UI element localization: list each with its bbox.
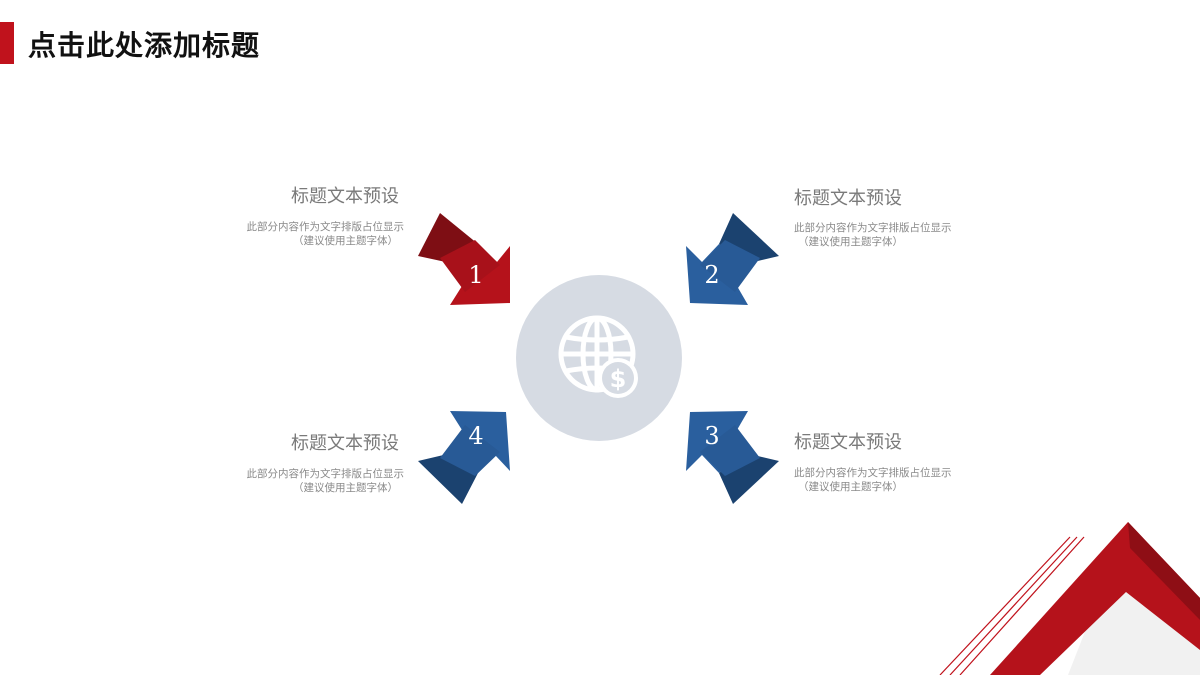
arrow-1[interactable]: 1: [418, 213, 510, 305]
dollar-badge-inner: [602, 362, 634, 394]
arrow-2-number: 2: [704, 261, 719, 289]
item-1-title[interactable]: 标题文本预设: [291, 186, 399, 207]
item-1-desc-line2: （建议使用主题字体）: [293, 235, 398, 247]
arrow-2[interactable]: 2: [686, 213, 779, 305]
arrow-3[interactable]: 3: [686, 411, 779, 504]
title-accent-bar: [0, 22, 14, 64]
item-3-desc-line2: （建议使用主题字体）: [798, 481, 903, 493]
item-4-desc-line1: 此部分内容作为文字排版占位显示: [246, 468, 405, 480]
item-3-title[interactable]: 标题文本预设: [794, 432, 902, 453]
item-2-desc-line1: 此部分内容作为文字排版占位显示: [794, 222, 952, 234]
item-1-desc[interactable]: 此部分内容作为文字排版占位显示 （建议使用主题字体）: [234, 220, 405, 248]
item-4-desc[interactable]: 此部分内容作为文字排版占位显示 （建议使用主题字体）: [234, 467, 405, 495]
item-2-desc-line2: （建议使用主题字体）: [798, 236, 903, 248]
arrow-1-number: 1: [468, 261, 483, 289]
dollar-sign: $: [610, 365, 627, 393]
item-4-desc-line2: （建议使用主题字体）: [293, 482, 398, 494]
corner-decoration: [939, 522, 1200, 675]
arrow-4-number: 4: [468, 422, 483, 450]
item-2-desc[interactable]: 此部分内容作为文字排版占位显示 （建议使用主题字体）: [794, 221, 974, 249]
item-1-desc-line1: 此部分内容作为文字排版占位显示: [246, 221, 405, 233]
item-2-title[interactable]: 标题文本预设: [794, 188, 902, 209]
page-title[interactable]: 点击此处添加标题: [28, 29, 261, 62]
item-4-title[interactable]: 标题文本预设: [291, 433, 399, 454]
item-3-desc[interactable]: 此部分内容作为文字排版占位显示 （建议使用主题字体）: [794, 466, 974, 494]
arrow-3-number: 3: [704, 422, 719, 450]
item-3-desc-line1: 此部分内容作为文字排版占位显示: [794, 467, 952, 479]
arrow-4[interactable]: 4: [418, 411, 510, 504]
